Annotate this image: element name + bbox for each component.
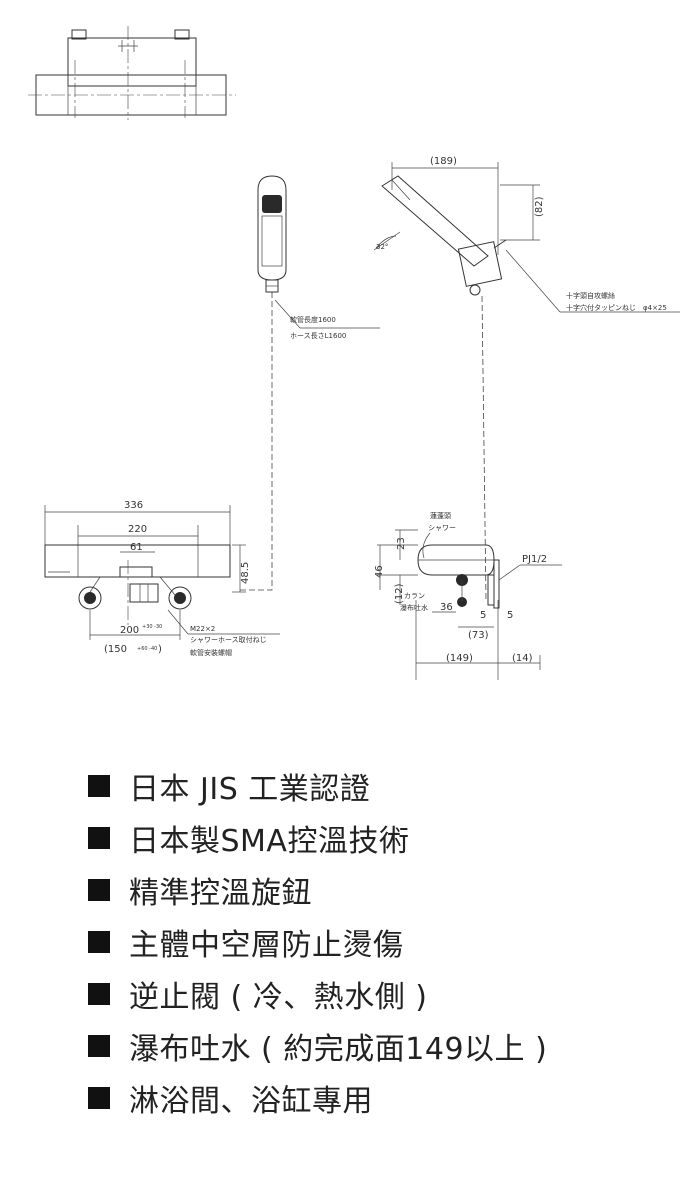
- feature-item: 精準控溫旋鈕: [88, 864, 668, 916]
- section-dim-23: 23: [396, 537, 407, 550]
- shower-label-zh: 蓮蓬頭: [430, 511, 451, 520]
- bullet-square-icon: [88, 931, 110, 953]
- feature-text: 逆止閥 ( 冷、熱水側 ): [129, 980, 428, 1015]
- bullet-square-icon: [88, 1035, 110, 1057]
- bullet-square-icon: [88, 879, 110, 901]
- section-dim-5b: 5: [507, 610, 513, 621]
- thread-note-ja: シャワーホース取付ねじ: [190, 635, 267, 644]
- front-dim-total: 336: [124, 500, 143, 511]
- feature-item: 逆止閥 ( 冷、熱水側 ): [88, 968, 668, 1020]
- front-dim-pitch-alt-tol: +60 -40: [137, 646, 157, 652]
- hand-shower-front: 軟管長度1600 ホース長さL1600: [238, 175, 380, 591]
- section-dim-14: (14): [512, 653, 533, 664]
- technical-drawing: 軟管長度1600 ホース長さL1600 (189) (82) 32° 十字頭自攻…: [28, 26, 680, 680]
- section-dim-46: 46: [374, 565, 385, 578]
- feature-text: 日本製SMA控溫技術: [129, 824, 410, 859]
- bullet-square-icon: [88, 1087, 110, 1109]
- front-dim-pitch-tol: +30 -30: [142, 624, 162, 630]
- feature-item: 主體中空層防止燙傷: [88, 916, 668, 968]
- thread-note: M22×2: [190, 625, 215, 633]
- side-dim-height: (82): [534, 196, 545, 217]
- side-dim-width: (189): [430, 156, 457, 167]
- spout-label-zh: 瀑布吐水: [400, 603, 428, 612]
- pipe-label: PJ1/2: [522, 554, 547, 565]
- side-view: (189) (82) 32° 十字頭自攻螺絲 十字穴付タッピンねじ φ4×25: [373, 156, 680, 601]
- front-dim-pitch-alt-close: ): [158, 644, 162, 655]
- feature-list: 日本 JIS 工業認證 日本製SMA控溫技術 精準控溫旋鈕 主體中空層防止燙傷 …: [88, 760, 668, 1124]
- thread-note-zh: 軟管安裝螺帽: [190, 648, 232, 657]
- front-view: 336 220 61 48.5 200 +30 -30 (150 +60 -40…: [44, 500, 280, 657]
- top-view: [28, 26, 236, 120]
- feature-text: 淋浴間、浴缸專用: [129, 1084, 373, 1119]
- feature-item: 瀑布吐水 ( 約完成面149以上 ): [88, 1020, 668, 1072]
- feature-text: 主體中空層防止燙傷: [129, 928, 404, 963]
- feature-item: 日本 JIS 工業認證: [88, 760, 668, 812]
- section-dim-149: (149): [446, 653, 473, 664]
- section-dim-73: (73): [468, 630, 489, 641]
- bullet-square-icon: [88, 983, 110, 1005]
- section-view: 蓮蓬頭 シャワー 23 46 (12) カラン 瀑布吐水 36 5 5 (73)…: [374, 511, 562, 680]
- bullet-square-icon: [88, 827, 110, 849]
- section-dim-5a: 5: [480, 610, 486, 621]
- front-dim-pitch-alt: (150: [104, 644, 127, 655]
- spout-label-ja: カラン: [404, 592, 425, 600]
- feature-text: 精準控溫旋鈕: [129, 876, 312, 911]
- hose-length-note-zh: 軟管長度1600: [290, 315, 336, 324]
- section-dim-12: (12): [394, 583, 405, 604]
- feature-text: 瀑布吐水 ( 約完成面149以上 ): [129, 1032, 548, 1067]
- screw-note-ja: 十字穴付タッピンねじ φ4×25: [566, 303, 667, 312]
- front-dim-body: 220: [128, 524, 147, 535]
- shower-label-ja: シャワー: [428, 524, 456, 532]
- hose-length-note-ja: ホース長さL1600: [290, 332, 346, 340]
- front-dim-pitch: 200: [120, 625, 139, 636]
- side-dim-angle: 32°: [376, 243, 388, 251]
- front-dim-height: 48.5: [240, 562, 251, 584]
- front-dim-center: 61: [130, 542, 143, 553]
- screw-note-zh: 十字頭自攻螺絲: [566, 291, 615, 300]
- bullet-square-icon: [88, 775, 110, 797]
- feature-item: 日本製SMA控溫技術: [88, 812, 668, 864]
- feature-item: 淋浴間、浴缸專用: [88, 1072, 668, 1124]
- feature-text: 日本 JIS 工業認證: [129, 772, 371, 807]
- section-dim-36: 36: [440, 602, 453, 613]
